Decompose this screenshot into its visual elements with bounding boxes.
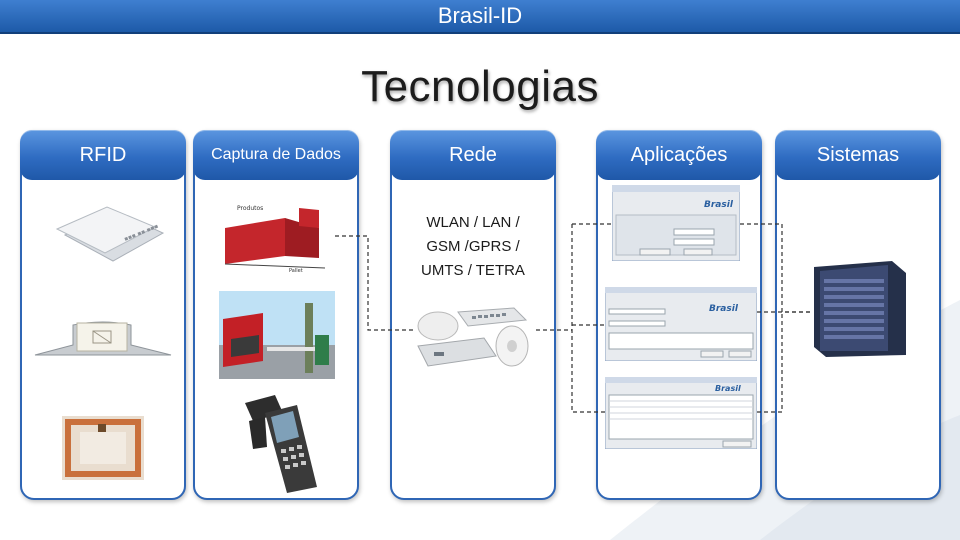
network-devices-image xyxy=(417,307,529,367)
network-line-3: UMTS / TETRA xyxy=(421,262,525,279)
svg-text:Produtos: Produtos xyxy=(237,205,263,212)
handheld-scanner-image xyxy=(245,395,317,493)
svg-text:Brasil: Brasil xyxy=(704,200,734,210)
rfid-tag-image xyxy=(34,321,172,356)
network-line-1: WLAN / LAN / xyxy=(426,214,520,231)
truck-gate-image xyxy=(219,291,335,379)
rfid-inlay-image xyxy=(62,416,144,480)
app-screenshot-1: Brasil xyxy=(612,185,740,261)
app-screenshot-3: Brasil xyxy=(605,377,757,449)
network-technologies: WLAN / LAN / GSM /GPRS / UMTS / TETRA xyxy=(398,211,548,283)
network-line-2: GSM /GPRS / xyxy=(426,238,520,255)
column-header-aplicacoes: Aplicações xyxy=(596,130,762,180)
svg-text:Brasil: Brasil xyxy=(715,384,741,393)
app-screenshot-2: Brasil xyxy=(605,287,757,361)
column-header-sistemas: Sistemas xyxy=(775,130,941,180)
server-image xyxy=(814,261,906,357)
window-title: Brasil-ID xyxy=(0,0,960,34)
svg-text:Brasil: Brasil xyxy=(709,304,739,314)
column-header-rfid: RFID xyxy=(20,130,186,180)
column-rede: Rede xyxy=(390,130,556,500)
column-header-captura: Captura de Dados xyxy=(193,130,359,180)
svg-text:Pallet: Pallet xyxy=(289,268,303,274)
page-title: Tecnologias xyxy=(361,62,599,111)
rfid-card-image: ▪▪▪ ▪▪ ▪▪▪ xyxy=(55,206,165,262)
production-diagram-image: Produtos Pallet xyxy=(215,198,339,274)
column-header-rede: Rede xyxy=(390,130,556,180)
